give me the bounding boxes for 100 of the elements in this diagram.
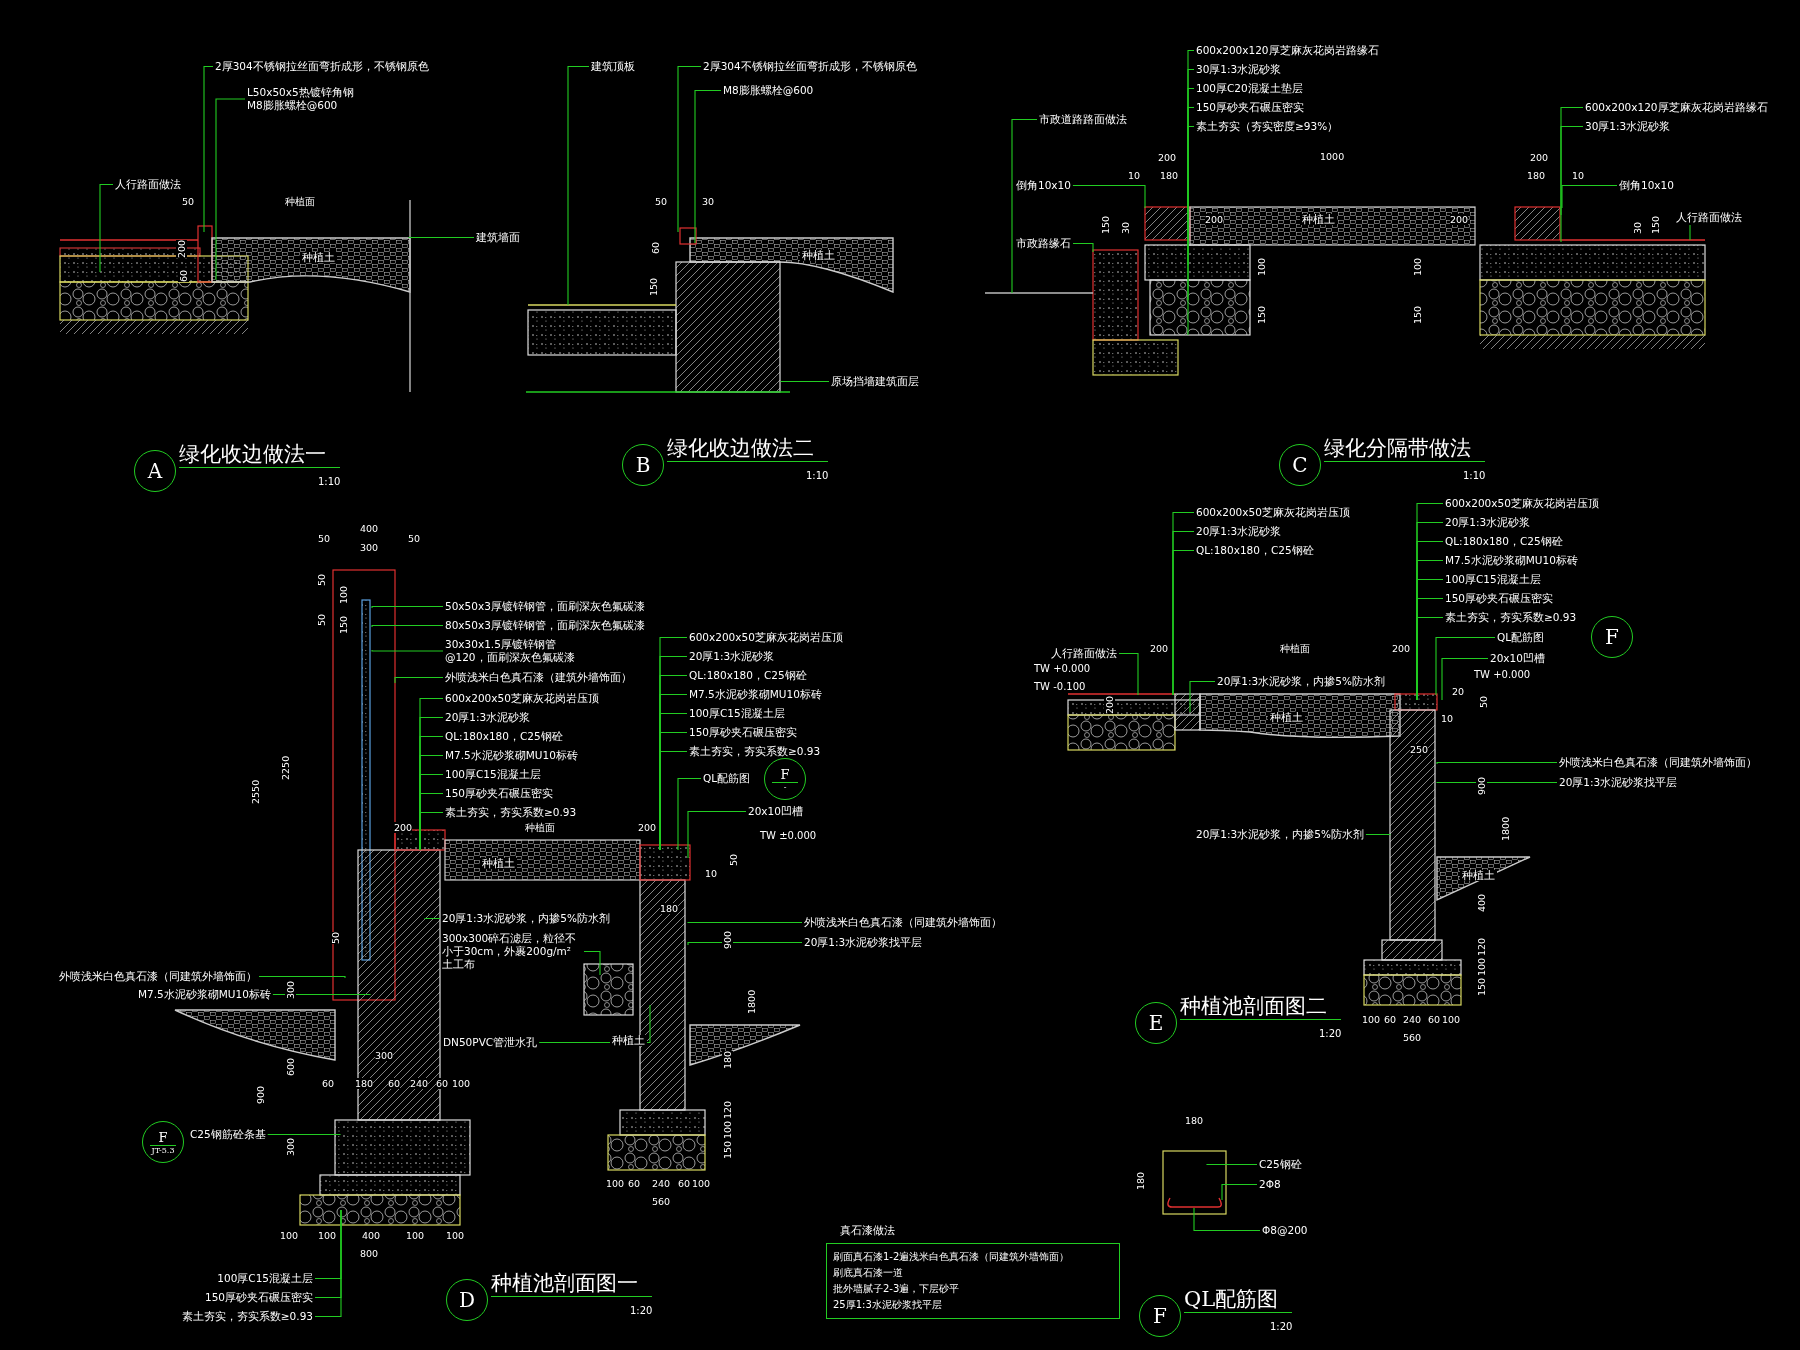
- callout-text: QL:180x180，C25钢砼: [1196, 544, 1314, 557]
- leader-line: [1436, 761, 1558, 765]
- leader-line: [1560, 125, 1584, 243]
- leader-line: [267, 1133, 341, 1136]
- dimension-label: 50: [316, 613, 327, 626]
- section-title: 绿化收边做法二: [667, 435, 828, 462]
- section-title: 绿化收边做法一: [179, 441, 340, 468]
- dimension-label: 200: [1530, 152, 1549, 163]
- callout-text: 倒角10x10: [1619, 179, 1674, 192]
- callout-text: 20厚1:3水泥砂浆: [1196, 525, 1282, 538]
- leader-line: [694, 89, 722, 244]
- dimension-label: 50: [330, 931, 341, 944]
- callout-text: 30厚1:3水泥砂浆: [1196, 63, 1282, 76]
- dimension-label: 200: [1205, 214, 1224, 225]
- material-label: 种植土: [1300, 214, 1337, 225]
- elevation-label: TW -0.100: [1034, 681, 1086, 692]
- leader-line: [677, 65, 702, 233]
- material-label: 种植土: [1460, 870, 1497, 881]
- dimension-label: 50: [408, 533, 421, 544]
- dimension-label: 600: [285, 1057, 296, 1076]
- dimension-label: 10: [1572, 170, 1585, 181]
- dimension-label: 150: [1100, 215, 1111, 234]
- dimension-label: 400: [1476, 893, 1487, 912]
- section-marker: [142, 1121, 184, 1163]
- material-label: 种植土: [800, 250, 837, 261]
- dimension-label: 120: [722, 1100, 733, 1119]
- scale-text: 1:20: [1319, 1027, 1342, 1040]
- dimension-label: 种植面: [525, 822, 555, 833]
- dimension-label: 100: [1442, 1014, 1461, 1025]
- dimension-label: 180: [660, 903, 679, 914]
- leader-line: [258, 975, 346, 979]
- dimension-label: 200: [1392, 643, 1411, 654]
- callout-text: 素土夯实，夯实系数≥0.93: [689, 745, 821, 758]
- dimension-label: 180: [1185, 1115, 1204, 1126]
- leader-line: [215, 98, 246, 281]
- section-marker: F: [1591, 616, 1633, 658]
- leader-line: [567, 65, 590, 306]
- callout-text: 600x200x50芝麻灰花岗岩压顶: [1196, 506, 1350, 519]
- callout-text: 素土夯实，夯实系数≥0.93: [181, 1310, 313, 1323]
- callout-text: 外喷浅米白色真石漆（建筑外墙饰面）: [445, 671, 632, 684]
- scale-text: 1:10: [806, 469, 829, 482]
- dimension-label: 900: [1476, 776, 1487, 795]
- dimension-label: 100: [452, 1078, 471, 1089]
- leader-line: [677, 777, 702, 851]
- dimension-label: 100: [1362, 1014, 1381, 1025]
- dimension-label: 10: [1128, 170, 1141, 181]
- leader-line: [1221, 1183, 1258, 1201]
- callout-text: 原场挡墙建筑面层: [831, 375, 919, 388]
- dimension-label: 150: [1256, 305, 1267, 324]
- dimension-label: 560: [1403, 1032, 1422, 1043]
- callout-text: 20厚1:3水泥砂浆: [1445, 516, 1531, 529]
- section-marker: B: [622, 444, 664, 486]
- callout-text: L50x50x5热镀锌角钢 M8膨胀螺栓@600: [247, 86, 359, 112]
- callout-text: 外喷浅米白色真石漆（同建筑外墙饰面）: [1559, 756, 1757, 769]
- dimension-label: 1000: [1320, 151, 1345, 162]
- callout-text: 人行路面做法: [1051, 647, 1117, 660]
- dimension-label: 180: [1135, 1171, 1146, 1190]
- dimension-label: 50: [1478, 695, 1489, 708]
- dimension-label: 560: [652, 1196, 671, 1207]
- dimension-label: 30: [1632, 221, 1643, 234]
- callout-text: 600x200x120厚芝麻灰花岗岩路缘石: [1585, 101, 1768, 114]
- dimension-label: 100: [338, 585, 349, 604]
- callout-text: 人行路面做法: [115, 178, 181, 191]
- callout-text: 600x200x120厚芝麻灰花岗岩路缘石: [1196, 44, 1379, 57]
- callout-text: C25钢砼: [1259, 1158, 1302, 1171]
- dimension-label: 50: [728, 853, 739, 866]
- scale-text: 1:10: [1463, 469, 1486, 482]
- elevation-label: TW ±0.000: [760, 830, 817, 841]
- dimension-label: 240: [410, 1078, 429, 1089]
- dimension-label: 50: [182, 196, 195, 207]
- scale-text: 1:20: [630, 1304, 653, 1317]
- sheet-number: -: [783, 782, 787, 792]
- dimension-label: 240: [652, 1178, 671, 1189]
- leader-line: [371, 624, 444, 628]
- callout-text: 市政道路路面做法: [1039, 113, 1127, 126]
- dimension-label: 60: [436, 1078, 449, 1089]
- dimension-label: 100: [606, 1178, 625, 1189]
- leader-line: [371, 605, 444, 609]
- leader-line: [408, 236, 475, 239]
- dimension-label: 30: [1120, 221, 1131, 234]
- dimension-label: 种植面: [285, 196, 315, 207]
- leader-line: [394, 676, 444, 684]
- leader-line: [1206, 1163, 1258, 1166]
- dimension-label: 900: [255, 1085, 266, 1104]
- dimension-label: 60: [650, 241, 661, 254]
- dimension-label: 300: [375, 1050, 394, 1061]
- callout-text: 2厚304不锈钢拉丝面弯折成形，不锈钢原色: [215, 60, 429, 73]
- callout-text: 20x10凹槽: [1490, 652, 1545, 665]
- marker-letter: F: [150, 1129, 176, 1146]
- dimension-label: 200: [176, 239, 187, 258]
- leader-line: [1072, 184, 1146, 209]
- leader-line: [371, 649, 444, 652]
- leader-line: [1072, 242, 1094, 253]
- callout-text: 150厚砂夹石碾压密实: [1445, 592, 1554, 605]
- section-marker: C: [1279, 444, 1321, 486]
- dimension-label: 60: [1384, 1014, 1397, 1025]
- dimension-label: 200: [394, 822, 413, 833]
- dimension-label: 150: [1476, 977, 1487, 996]
- dimension-label: 150: [722, 1140, 733, 1159]
- callout-text: 100厚C15混凝土层: [1445, 573, 1541, 586]
